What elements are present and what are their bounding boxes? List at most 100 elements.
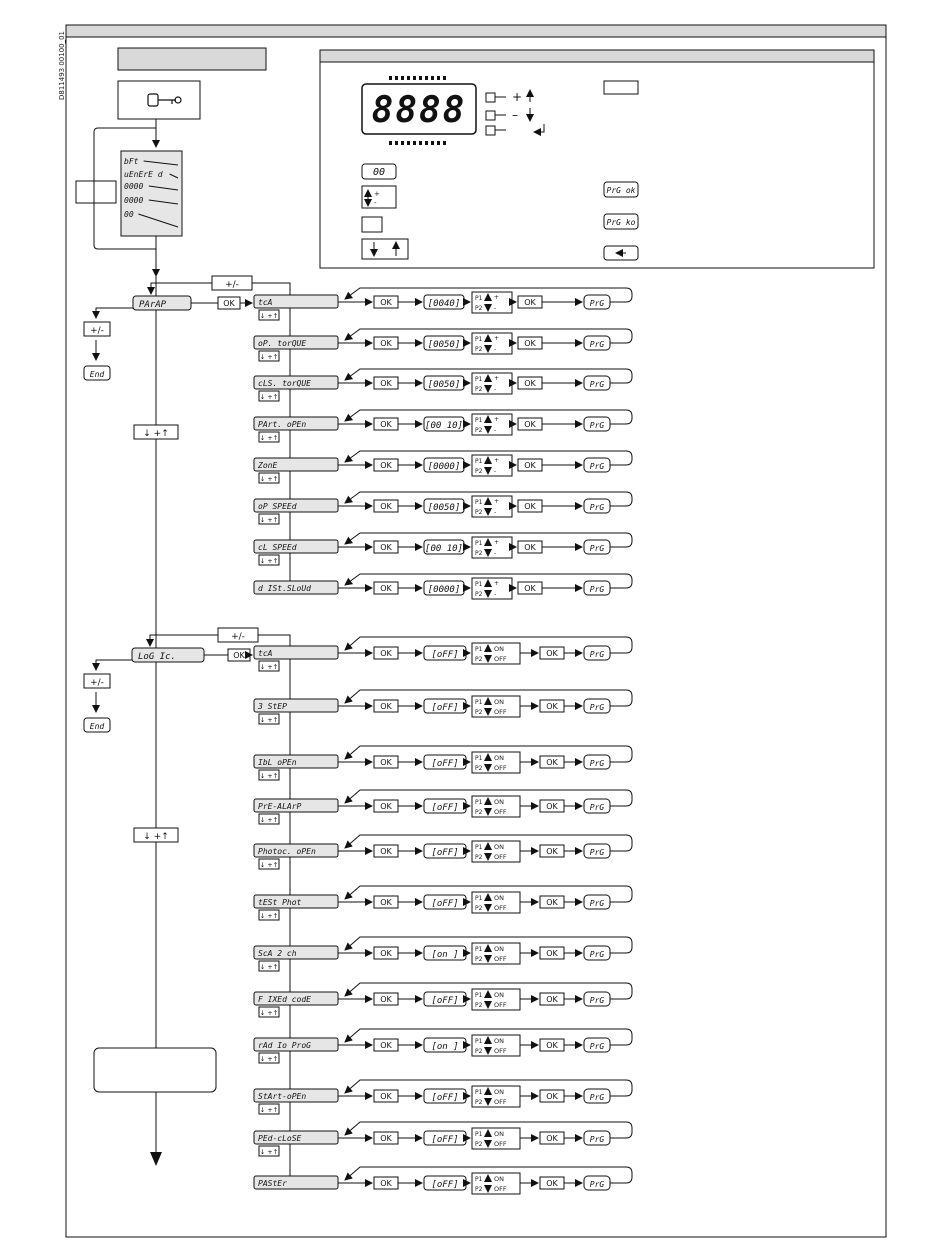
logic-return-curve bbox=[344, 982, 633, 1000]
logic-confirm-ok-label: OK bbox=[546, 949, 558, 958]
logic-next-item-button[interactable] bbox=[258, 660, 280, 672]
logic-return-curve bbox=[344, 636, 633, 654]
parameters-item-ok-label: OK bbox=[380, 461, 392, 470]
parameters-return-curve bbox=[344, 368, 633, 384]
minus-button[interactable]: – bbox=[485, 108, 534, 122]
parameters-confirm-ok-label: OK bbox=[524, 543, 536, 552]
logic-item-ok-label: OK bbox=[380, 995, 392, 1004]
logic-item-value: [on ] bbox=[431, 950, 458, 960]
logic-item-value: [oFF] bbox=[431, 996, 458, 1006]
logic-next-item-button[interactable] bbox=[258, 1145, 280, 1157]
lcd-callout-box bbox=[75, 180, 117, 204]
logic-p1-label: P1 bbox=[475, 699, 483, 706]
logic-return-curve bbox=[344, 1079, 633, 1097]
parameters-next-item-button[interactable] bbox=[258, 554, 280, 566]
parameters-return-arrow bbox=[147, 282, 212, 295]
parameters-next-item-label: ↓ +↑ bbox=[260, 434, 278, 442]
lcd-line: uEnErE d bbox=[124, 170, 163, 179]
parameters-next-item-button[interactable] bbox=[258, 309, 280, 321]
logic-next-item-button[interactable] bbox=[258, 1052, 280, 1064]
logic-item-ok-label: OK bbox=[380, 702, 392, 711]
led-display bbox=[361, 83, 477, 135]
logic-confirm-ok-label: OK bbox=[546, 1092, 558, 1101]
parameters-return-curve bbox=[344, 491, 633, 507]
parameters-next-item-button[interactable] bbox=[258, 350, 280, 362]
logic-on-label: ON bbox=[494, 991, 504, 999]
parameters-down-up-button[interactable] bbox=[133, 424, 179, 440]
logic-p1-label: P1 bbox=[475, 799, 483, 806]
lcd-line: 00 bbox=[124, 210, 134, 219]
logic-on-label: ON bbox=[494, 1088, 504, 1096]
logic-next-item-button[interactable] bbox=[258, 909, 280, 921]
parameters-next-item-button[interactable] bbox=[258, 513, 280, 525]
logic-next-item-button[interactable] bbox=[258, 769, 280, 781]
parameters-item-label: oP SPEEd bbox=[258, 502, 297, 511]
logic-p2-label: P2 bbox=[475, 809, 483, 816]
plus-button[interactable]: + bbox=[485, 89, 534, 104]
logic-next-item-button[interactable] bbox=[258, 713, 280, 725]
logic-item-ok-label: OK bbox=[380, 802, 392, 811]
parameters-plus-label: + bbox=[494, 375, 499, 382]
led-ticks-bottom bbox=[389, 141, 446, 145]
logic-next-item-label: ↓ +↑ bbox=[260, 772, 278, 780]
logic-down-up-button[interactable] bbox=[133, 827, 179, 843]
parameters-next-item-button[interactable] bbox=[258, 431, 280, 443]
parameters-exit-plus-minus-button[interactable] bbox=[83, 321, 111, 337]
parameters-prg-label: PrG bbox=[590, 380, 605, 389]
lcd-leader-line bbox=[138, 213, 179, 228]
parameters-p2-label: P2 bbox=[475, 550, 483, 557]
parameters-next-item-button[interactable] bbox=[258, 472, 280, 484]
logic-p2-label: P2 bbox=[475, 1141, 483, 1148]
logic-prg-label: PrG bbox=[590, 996, 605, 1005]
parameters-item-value: [0050] bbox=[428, 503, 461, 513]
legend-symbol-up-down: + - bbox=[361, 185, 397, 209]
parameters-plus-label: + bbox=[494, 335, 499, 342]
parameters-next-item-button[interactable] bbox=[258, 390, 280, 402]
logic-exit-plus-minus-label: +/- bbox=[90, 678, 104, 688]
enter-button[interactable] bbox=[485, 124, 545, 136]
logic-next-item-button[interactable] bbox=[258, 813, 280, 825]
logic-prg-label: PrG bbox=[590, 703, 605, 712]
logic-item-label: tcA bbox=[258, 649, 273, 658]
lcd-leader-line bbox=[148, 199, 179, 205]
logic-next-item-button[interactable] bbox=[258, 960, 280, 972]
logic-item-label: ScA 2 ch bbox=[258, 949, 297, 958]
parameters-item-value: [00 10] bbox=[425, 421, 463, 431]
lcd-line: 0000 bbox=[124, 196, 143, 205]
parameters-item-ok-label: OK bbox=[380, 298, 392, 307]
logic-menu-ok-label: OK bbox=[233, 651, 245, 660]
logic-exit-plus-minus-button[interactable] bbox=[83, 673, 111, 689]
logic-off-label: OFF bbox=[494, 904, 507, 912]
parameters-return-curve bbox=[344, 532, 633, 548]
parameters-prg-label: PrG bbox=[590, 585, 605, 594]
logic-p1-label: P1 bbox=[475, 992, 483, 999]
parameters-plus-label: + bbox=[494, 498, 499, 505]
logic-next-item-button[interactable] bbox=[258, 858, 280, 870]
logic-next-item-button[interactable] bbox=[258, 1006, 280, 1018]
parameters-item-label: d ISt.SLoUd bbox=[258, 584, 311, 593]
logic-next-item-button[interactable] bbox=[258, 1103, 280, 1115]
logic-confirm-ok-label: OK bbox=[546, 1134, 558, 1143]
parameters-next-item-label: ↓ +↑ bbox=[260, 557, 278, 565]
logic-return-curve bbox=[344, 689, 633, 707]
parameters-menu-ok-label: OK bbox=[223, 299, 235, 308]
logic-p2-label: P2 bbox=[475, 1002, 483, 1009]
logic-confirm-ok-label: OK bbox=[546, 847, 558, 856]
logic-off-label: OFF bbox=[494, 764, 507, 772]
legend-symbol-blank bbox=[361, 216, 383, 233]
parameters-p1-label: P1 bbox=[475, 581, 483, 588]
logic-p1-label: P1 bbox=[475, 1131, 483, 1138]
parameters-p1-label: P1 bbox=[475, 540, 483, 547]
logic-item-label: Photoc. oPEn bbox=[258, 847, 316, 856]
lcd-leader-line bbox=[148, 185, 179, 191]
parameters-confirm-ok-label: OK bbox=[524, 420, 536, 429]
parameters-item-label: oP. torQUE bbox=[258, 339, 306, 348]
logic-on-label: ON bbox=[494, 754, 504, 762]
parameters-minus-label: - bbox=[494, 427, 496, 434]
